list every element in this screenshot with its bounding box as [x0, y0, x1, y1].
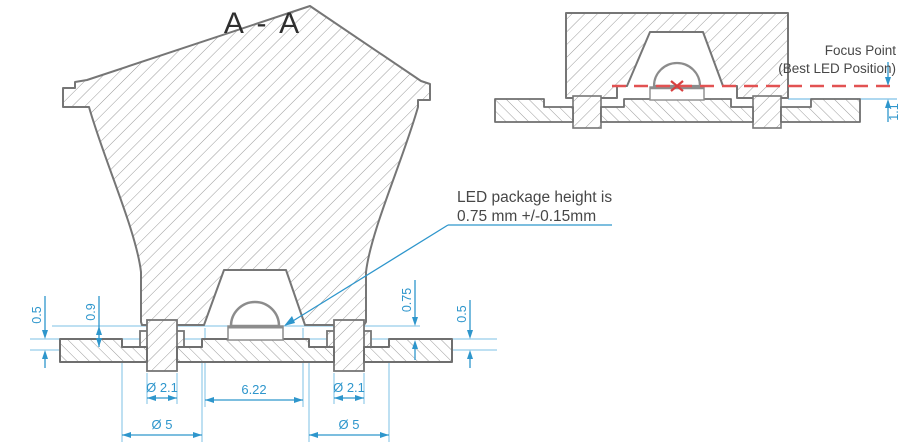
- focus-x-marker: [670, 80, 684, 92]
- lens-body: [62, 5, 431, 326]
- dim-peg-diameter-left-label: Ø 2.1: [146, 380, 178, 395]
- focus-pcb: [494, 98, 861, 123]
- led-dome: [229, 300, 281, 328]
- package-height-note-line1: LED package height is: [457, 189, 612, 206]
- pcb-left: [59, 338, 148, 363]
- lens-legs: [139, 319, 372, 372]
- dim-pcb-step-left-label: 0.5: [30, 306, 44, 323]
- focus-pcb-right: [780, 98, 861, 123]
- focus-line: [612, 80, 897, 92]
- dim-boss-diameter-right: Ø 5: [309, 417, 389, 438]
- dim-pcb-step-right-label: 0.5: [455, 305, 469, 322]
- dim-boss-diameter-left-label: Ø 5: [152, 417, 173, 432]
- dim-cavity-width: 6.22: [205, 382, 303, 403]
- focus-led-package-group: [649, 61, 705, 101]
- dim-focus-height: 1.1: [885, 62, 901, 122]
- package-height-note: LED package height is 0.75 mm +/-0.15mm: [284, 189, 612, 326]
- led-package-group: [227, 300, 284, 341]
- dim-peg-diameter-right: Ø 2.1: [333, 380, 365, 401]
- pcb-right: [363, 338, 453, 363]
- focus-point-label: Focus Point (Best LED Position): [778, 43, 896, 76]
- dim-focus-height-label: 1.1: [887, 103, 901, 120]
- dim-pcb-step-left: 0.5: [30, 296, 48, 368]
- focus-pcb-center: [600, 98, 754, 123]
- pcb-center: [176, 338, 335, 363]
- lens-leg-left: [146, 319, 178, 372]
- dim-led-clearance-label: 0.9: [84, 303, 98, 320]
- holder-block: [565, 12, 789, 99]
- dim-package-height-label: 0.75: [400, 288, 414, 312]
- dim-package-height: 0.75: [400, 280, 418, 360]
- dim-peg-diameter-left: Ø 2.1: [146, 380, 178, 401]
- dim-boss-diameter-right-label: Ø 5: [339, 417, 360, 432]
- holder-legs: [572, 95, 782, 129]
- focus-led-dome: [652, 61, 702, 88]
- focus-detail-view: 1.1 Focus Point (Best LED Position): [494, 12, 901, 129]
- lens-leg-right: [333, 319, 365, 372]
- focus-point-label-line2: (Best LED Position): [778, 61, 896, 76]
- holder-leg-right: [752, 95, 782, 129]
- focus-point-label-line1: Focus Point: [825, 43, 897, 58]
- dim-cavity-width-label: 6.22: [241, 382, 266, 397]
- holder-leg-left: [572, 95, 602, 129]
- pcb: [59, 338, 453, 363]
- section-title: A - A: [224, 7, 302, 40]
- package-height-note-line2: 0.75 mm +/-0.15mm: [457, 208, 596, 225]
- dim-pcb-step-right: 0.5: [455, 300, 473, 368]
- dim-boss-diameter-left: Ø 5: [122, 417, 202, 438]
- dim-peg-diameter-right-label: Ø 2.1: [333, 380, 365, 395]
- main-section-view: 0.5 0.9 0.75 0.5: [30, 5, 612, 442]
- dim-led-clearance: 0.9: [84, 296, 102, 347]
- focus-pcb-left: [494, 98, 574, 123]
